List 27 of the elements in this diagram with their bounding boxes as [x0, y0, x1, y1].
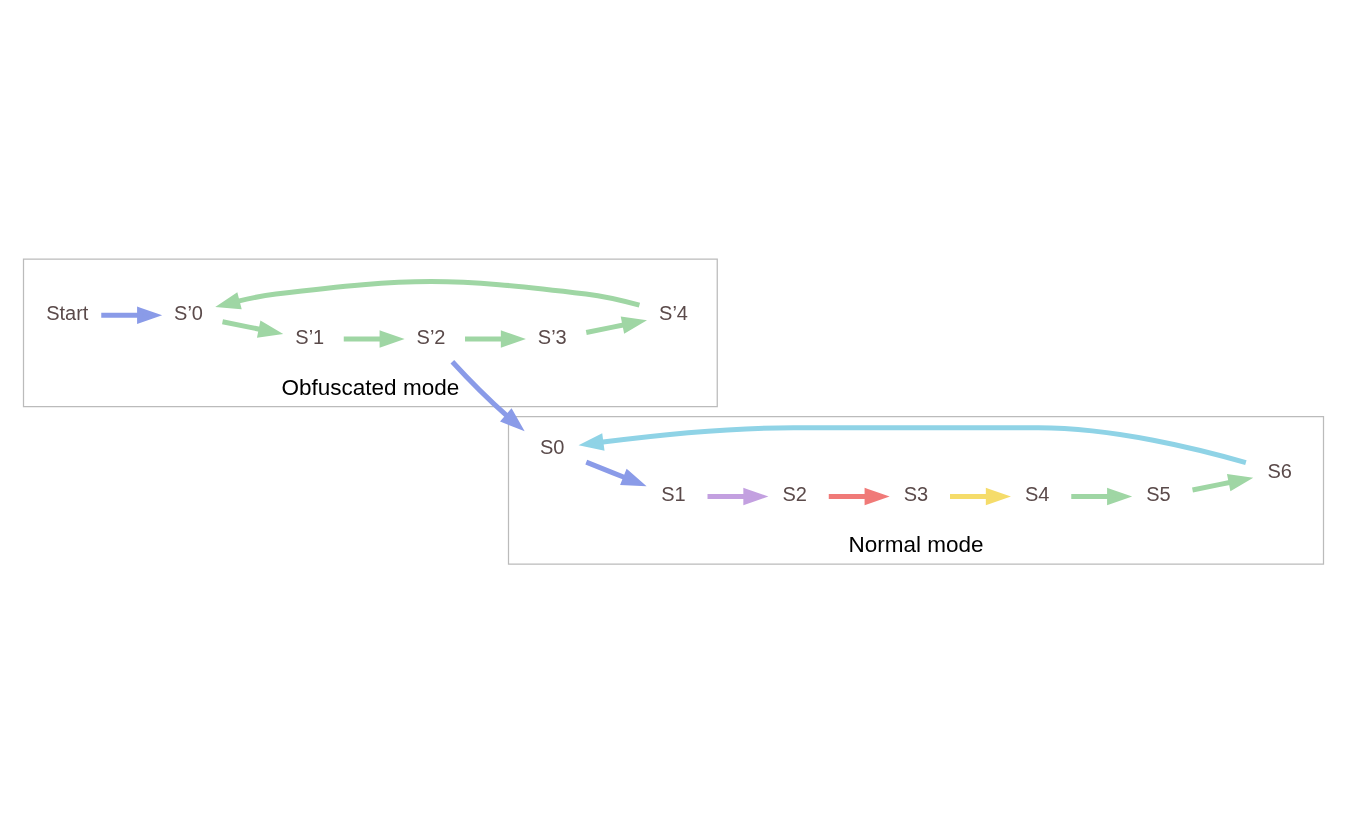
node-text: S’4 — [659, 302, 688, 324]
arrow — [465, 330, 526, 348]
arrow — [578, 425, 1247, 466]
node-text: S5 — [1146, 483, 1171, 506]
arrow — [343, 330, 405, 348]
node-text: S4 — [1025, 483, 1050, 506]
node-text: S’0 — [174, 302, 203, 324]
node-text: S0 — [540, 435, 565, 458]
node-text: S2 — [782, 483, 807, 506]
arrow — [828, 487, 890, 506]
arrow — [950, 487, 1011, 506]
node-text: S1 — [661, 483, 686, 506]
node-text: Start — [46, 302, 89, 324]
node-text: S’2 — [416, 325, 446, 348]
node-text: S3 — [903, 483, 929, 506]
arrow — [585, 459, 647, 487]
arrow — [450, 360, 525, 432]
arrow — [101, 306, 163, 325]
arrow — [1192, 474, 1254, 493]
node-text: S’3 — [537, 325, 567, 348]
node-text: S6 — [1267, 459, 1292, 482]
arrow — [222, 319, 284, 338]
arrow — [707, 487, 769, 506]
arrow — [1071, 487, 1133, 506]
arrow — [215, 279, 641, 310]
node-text: S’1 — [295, 325, 325, 348]
arrow — [585, 316, 647, 335]
